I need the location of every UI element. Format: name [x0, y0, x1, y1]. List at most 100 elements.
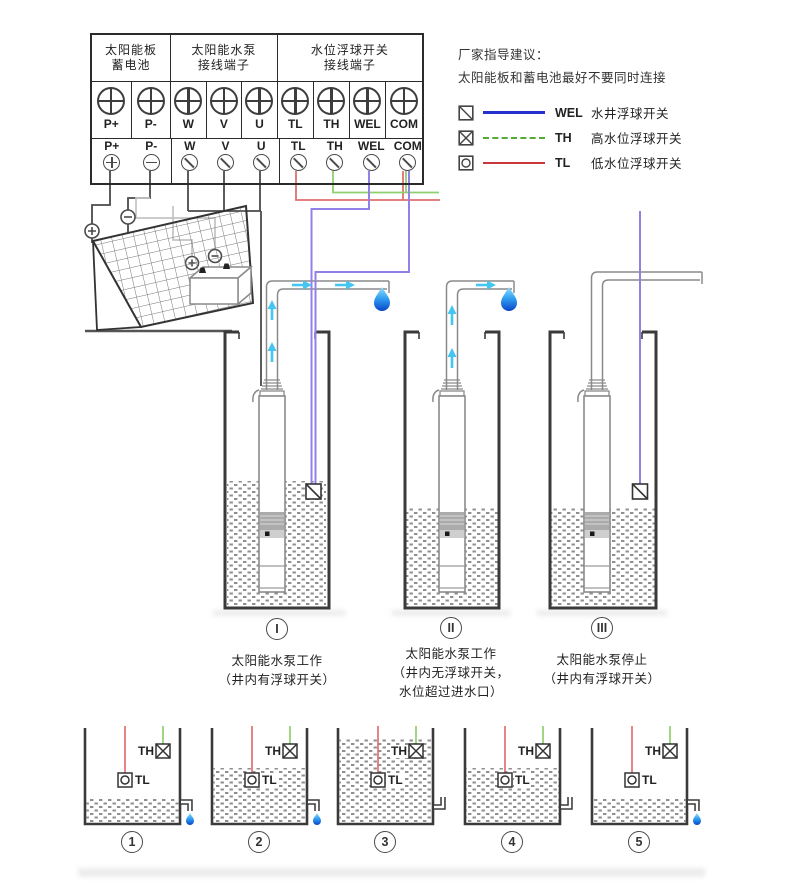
header-float-terminals: 水位浮球开关 接线端子	[278, 35, 422, 81]
caption-line: （井内有浮球开关）	[218, 673, 336, 687]
header-line: 太阳能板	[105, 43, 158, 57]
terminal-label: U	[255, 117, 264, 131]
well-wall	[223, 330, 331, 610]
outlet-pipe	[265, 280, 390, 390]
th-float-icon	[155, 743, 171, 759]
tl-label: TL	[134, 773, 151, 787]
terminal-label: W	[184, 139, 196, 153]
screw-terminal-icon	[245, 87, 274, 115]
tank-outlet-pipe	[688, 799, 700, 811]
terminal-block-table: 太阳能板 蓄电池 太阳能水泵 接线端子 水位浮球开关 接线端子 P+ P- W …	[90, 33, 424, 185]
caption-line: 水位超过进水口）	[398, 685, 503, 699]
tank-number-badge: 2	[248, 831, 270, 853]
tl-float-icon	[117, 772, 133, 788]
caption-line: 太阳能水泵工作	[231, 654, 323, 668]
terminal-label: V	[221, 139, 230, 153]
wel-float-symbol-icon	[458, 104, 474, 121]
tank-water	[86, 798, 179, 823]
screw-terminal-icon	[317, 87, 346, 115]
th-label: TH	[517, 744, 535, 758]
screw-terminal-icon	[289, 154, 307, 171]
tl-float-icon	[624, 772, 640, 788]
tank-number-badge: 5	[628, 831, 650, 853]
legend-subtitle: 太阳能板和蓄电池最好不要同时连接	[458, 71, 667, 85]
header-line: 接线端子	[197, 58, 250, 72]
legend-title: 厂家指导建议：	[458, 48, 550, 62]
tl-float-icon	[244, 772, 260, 788]
scenario-numeral: II	[440, 617, 462, 639]
th-float-icon	[408, 743, 424, 759]
terminal-label: WEL	[357, 139, 385, 153]
scenario-caption-1: I 太阳能水泵工作 （井内有浮球开关）	[167, 618, 387, 690]
float-switch-wires	[295, 171, 440, 201]
caption-line: 太阳能水泵停止	[556, 653, 648, 667]
tl-label: TL	[514, 773, 531, 787]
legend-item-th: TH 高水位浮球开关	[458, 125, 682, 150]
water-drop-icon	[186, 813, 194, 825]
terminal-label: TH	[326, 139, 343, 153]
water-drop-icon	[693, 813, 701, 825]
tl-label: TL	[261, 773, 278, 787]
legend-line-red	[483, 161, 545, 164]
legend-label: 低水位浮球开关	[591, 157, 683, 171]
screw-terminal-icon	[174, 87, 203, 115]
tl-float-icon	[497, 772, 513, 788]
tl-label: TL	[641, 773, 658, 787]
tank-outlet-pipe	[181, 799, 193, 811]
screw-terminal-icon	[97, 87, 126, 115]
tank-5	[590, 726, 701, 826]
tank-3	[336, 726, 446, 826]
tl-float-symbol-icon	[458, 154, 474, 171]
legend: 厂家指导建议： 太阳能板和蓄电池最好不要同时连接 WEL 水井浮球开关 TH 高	[458, 44, 682, 175]
terminal-label: P-	[145, 139, 158, 153]
well-shadow	[537, 610, 667, 616]
tank-wall	[590, 728, 689, 826]
header-solar-battery: 太阳能板 蓄电池	[92, 35, 172, 81]
terminal-strip-row: P+ P- W V U TL TH WEL COM	[92, 139, 422, 183]
tank-4	[463, 726, 573, 826]
th-float-icon	[662, 743, 678, 759]
terminal-label: P+	[103, 117, 119, 131]
tank-number-badge: 3	[374, 831, 396, 853]
terminal-header-row: 太阳能板 蓄电池 太阳能水泵 接线端子 水位浮球开关 接线端子	[92, 35, 422, 82]
legend-label: 水井浮球开关	[591, 107, 670, 121]
header-pump-terminals: 太阳能水泵 接线端子	[171, 35, 278, 81]
th-label: TH	[264, 744, 282, 758]
terminal-screw-row: P+ P- W V U TL TH WEL COM	[92, 82, 422, 139]
tank-wall	[83, 728, 182, 826]
screw-terminal-icon	[389, 87, 418, 115]
legend-item-wel: WEL 水井浮球开关	[458, 100, 682, 125]
header-line: 蓄电池	[111, 58, 151, 72]
screw-plus-icon	[103, 154, 121, 171]
terminal-label: TL	[290, 139, 306, 153]
battery-post-icon	[223, 263, 230, 269]
well-1	[223, 280, 390, 610]
terminal-label: U	[256, 139, 266, 153]
tl-float-icon	[370, 772, 386, 788]
th-label: TH	[390, 744, 408, 758]
tank-wall	[336, 728, 435, 826]
well-wall	[403, 330, 501, 610]
well-shadow	[213, 610, 345, 616]
tank-wall	[463, 728, 562, 826]
terminal-label: TH	[323, 117, 340, 131]
well-2	[403, 280, 515, 610]
legend-line-green	[483, 136, 545, 139]
th-float-icon	[535, 743, 551, 759]
terminal-label: V	[219, 117, 228, 131]
screw-terminal-icon	[209, 87, 238, 115]
tank-row-shadow	[78, 868, 705, 877]
outlet-pipe	[590, 271, 703, 390]
well-3	[548, 271, 703, 610]
th-label: TH	[644, 744, 662, 758]
well-shadow	[392, 610, 510, 616]
header-line: 接线端子	[323, 58, 376, 72]
terminal-label: COM	[393, 139, 422, 153]
terminal-label: W	[182, 117, 194, 131]
header-line: 太阳能水泵	[191, 43, 257, 57]
legend-code: WEL	[555, 105, 583, 120]
legend-code: TH	[555, 130, 572, 145]
caption-line: （井内无浮球开关，	[392, 666, 510, 680]
